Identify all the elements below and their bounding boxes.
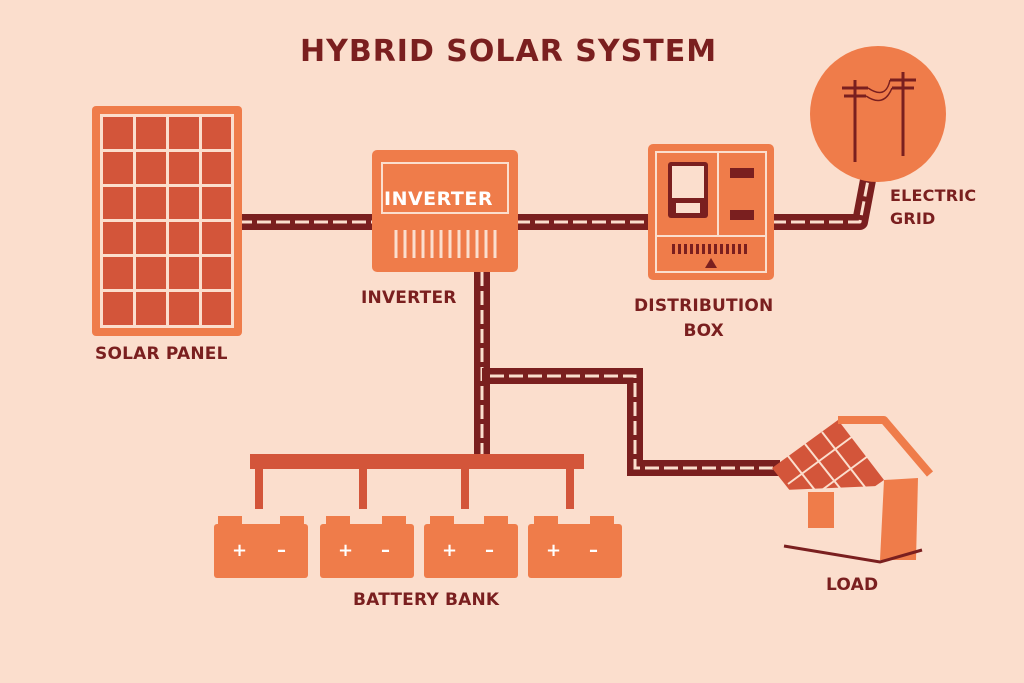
solar-panel (92, 106, 242, 336)
battery-4 (528, 516, 622, 578)
battery-bank-label: BATTERY BANK (353, 590, 500, 610)
inverter-label: INVERTER (361, 288, 457, 308)
solar-panel-label: SOLAR PANEL (95, 344, 228, 364)
cable-inverter-to-load (482, 368, 780, 476)
house-icon (772, 416, 934, 564)
battery-3-minus-sign: – (485, 540, 494, 561)
inverter-box-text: INVERTER (384, 188, 494, 210)
load-label: LOAD (826, 575, 879, 595)
battery-bank (214, 454, 622, 578)
electric-grid-icon (810, 46, 946, 182)
battery-4-plus-sign: + (546, 540, 562, 561)
battery-1-minus-sign: – (277, 540, 286, 561)
electric-grid-label-line2: GRID (890, 209, 936, 228)
battery-2-plus-sign: + (338, 540, 354, 561)
distribution-box-label: DISTRIBUTION BOX (634, 294, 773, 344)
distribution-box-label-line2: BOX (683, 321, 724, 341)
distribution-box-label-line1: DISTRIBUTION (634, 296, 774, 316)
cable-distribution-box-to-grid (772, 178, 876, 230)
distribution-box (648, 144, 774, 280)
battery-4-minus-sign: – (589, 540, 598, 561)
electric-grid-label-line1: ELECTRIC (890, 186, 977, 205)
battery-3-plus-sign: + (442, 540, 458, 561)
battery-1-plus-sign: + (232, 540, 248, 561)
diagram-title: HYBRID SOLAR SYSTEM (300, 34, 718, 69)
battery-1 (214, 516, 308, 578)
battery-2 (320, 516, 414, 578)
battery-3 (424, 516, 518, 578)
inverter-box (372, 150, 518, 272)
electric-grid-label: ELECTRIC GRID (890, 184, 976, 230)
battery-2-minus-sign: – (381, 540, 390, 561)
